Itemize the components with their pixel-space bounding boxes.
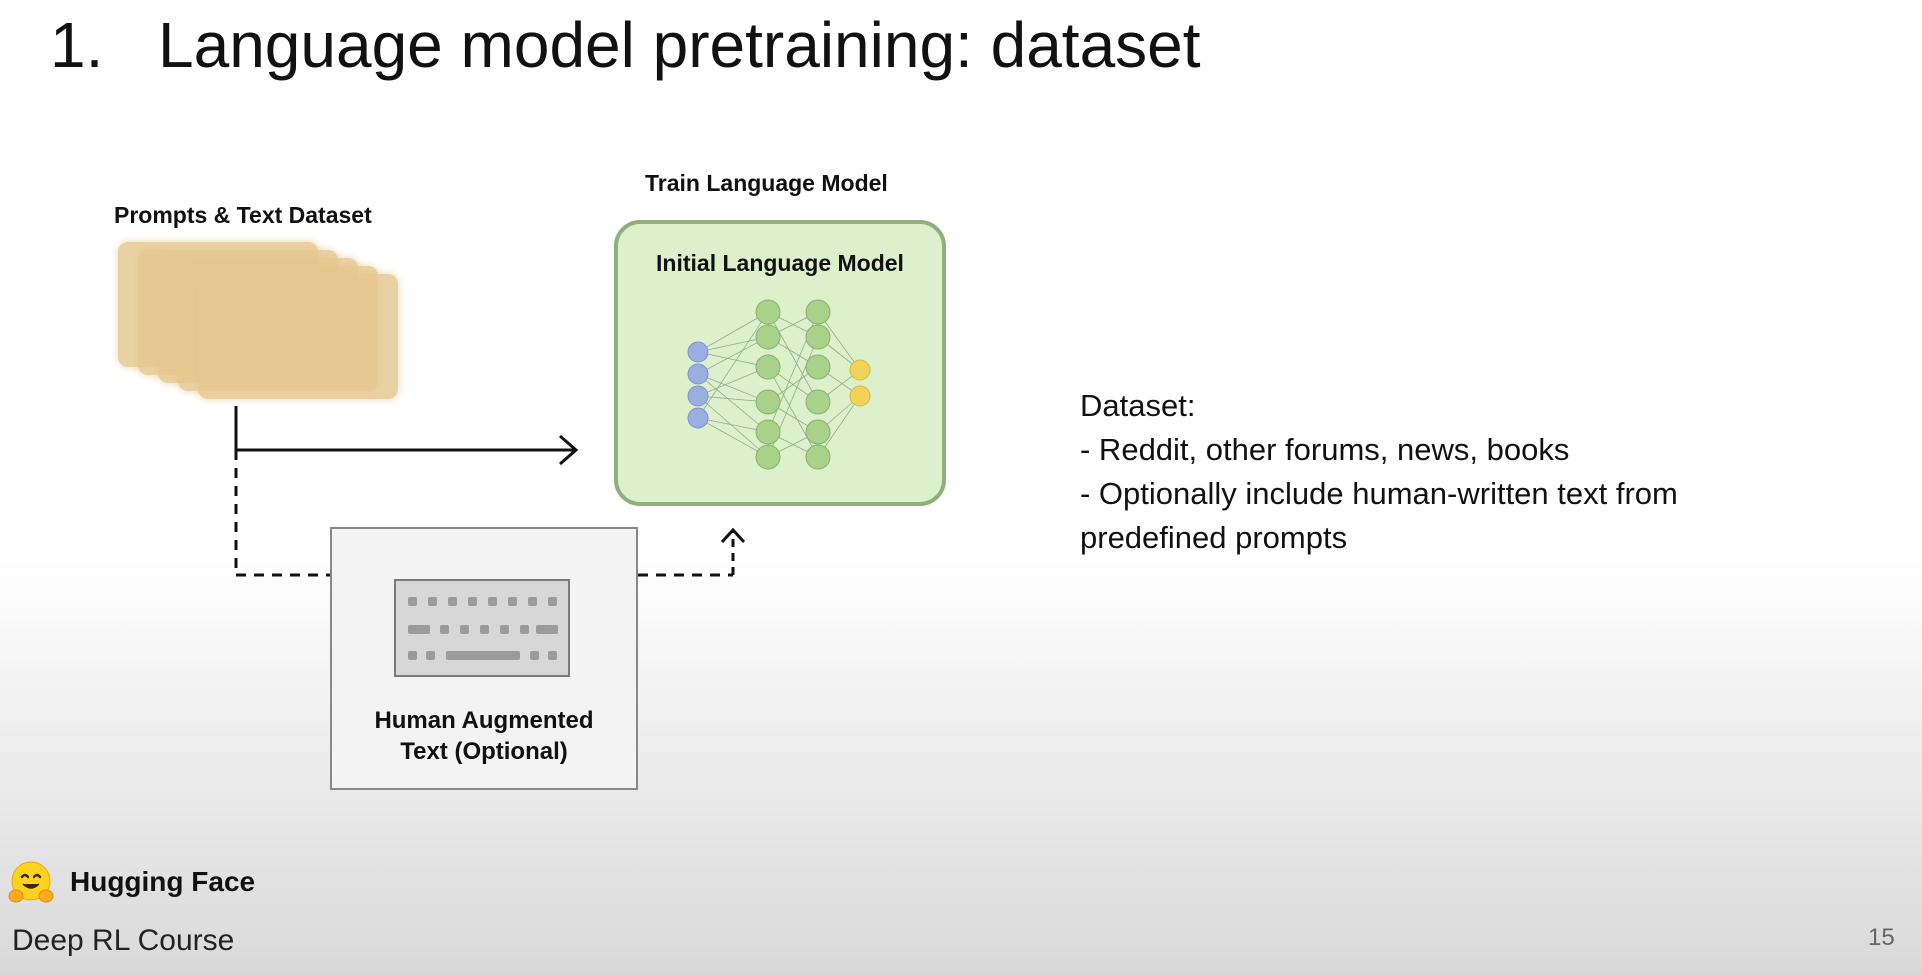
human-augmented-text-box: Human Augmented Text (Optional) [330, 527, 638, 790]
slide-title: 1. Language model pretraining: dataset [50, 8, 1201, 82]
dataset-label: Prompts & Text Dataset [114, 202, 372, 228]
notes-line3: predefined prompts [1080, 520, 1348, 555]
notes-heading: Dataset: [1080, 388, 1196, 423]
train-label: Train Language Model [645, 170, 888, 196]
initial-language-model-box: Initial Language Model [614, 220, 946, 506]
slide-number: 1. [50, 9, 104, 81]
notes-line2: - Optionally include human-written text … [1080, 476, 1678, 511]
documents-stack-icon [118, 242, 418, 399]
dataset-notes: Dataset: - Reddit, other forums, news, b… [1080, 384, 1678, 560]
neural-network-icon [687, 299, 871, 470]
slide-title-text: Language model pretraining: dataset [158, 9, 1201, 81]
human-augmented-label: Human Augmented Text (Optional) [332, 705, 636, 767]
model-title: Initial Language Model [656, 250, 904, 276]
keyboard-icon [394, 579, 570, 677]
brand-name: Hugging Face [70, 866, 256, 897]
page-number: 15 [1868, 924, 1895, 951]
human-label-line2: Text (Optional) [400, 738, 568, 765]
course-name: Deep RL Course [12, 924, 235, 957]
hugging-face-emoji-icon [8, 861, 54, 903]
human-label-line1: Human Augmented [374, 707, 594, 734]
notes-line1: - Reddit, other forums, news, books [1080, 432, 1570, 467]
